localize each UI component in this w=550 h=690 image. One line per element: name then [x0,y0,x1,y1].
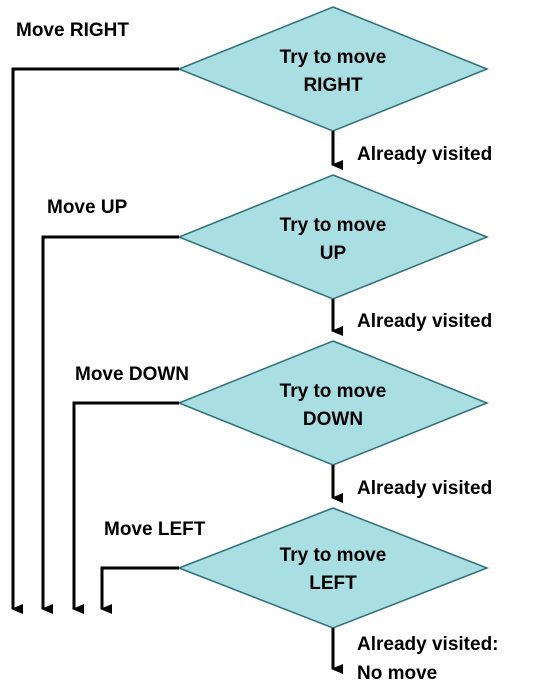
decision-up-line2: UP [320,243,347,264]
decision-down-line1: Try to move [280,381,387,402]
decision-left-line1: Try to move [280,545,387,566]
already-visited-label-4: Already visited: [357,634,499,655]
already-visited-label-1: Already visited [357,144,492,165]
decision-diamond-up [176,174,490,300]
no-move-label: No move [357,663,437,684]
decision-right-line1: Try to move [280,47,387,68]
move-right-label: Move RIGHT [16,20,129,41]
already-visited-label-3: Already visited [357,478,492,499]
already-visited-label-2: Already visited [357,311,492,332]
move-down-label: Move DOWN [75,364,189,385]
decision-down-line2: DOWN [303,409,363,430]
move-left-path [100,566,179,614]
decision-diamond-left [176,507,490,629]
move-right-path [11,67,179,614]
decision-left-line2: LEFT [309,573,357,594]
decision-right-line2: RIGHT [303,75,363,96]
decision-diamond-down [176,340,490,466]
move-down-path [72,401,179,614]
decision-up-line1: Try to move [280,215,387,236]
move-up-path [41,235,179,614]
decision-diamond-right [176,6,490,132]
move-up-label: Move UP [47,197,128,218]
move-left-label: Move LEFT [104,519,206,540]
